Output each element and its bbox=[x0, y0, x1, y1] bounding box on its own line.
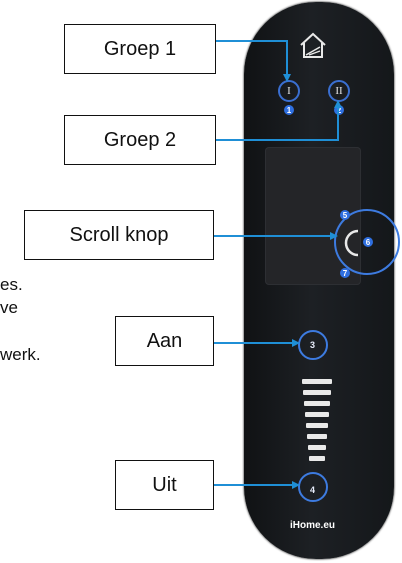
callout-groep1: Groep 1 bbox=[64, 24, 216, 74]
marker-number-5: 5 bbox=[340, 210, 350, 220]
level-bar bbox=[305, 412, 329, 417]
callout-aan: Aan bbox=[115, 316, 214, 366]
level-bar bbox=[308, 445, 326, 450]
marker-number-1: 1 bbox=[284, 105, 294, 115]
callout-uit: Uit bbox=[115, 460, 214, 510]
background-text-line1: es. bbox=[0, 275, 23, 294]
level-bar bbox=[306, 423, 328, 428]
scroll-knob[interactable] bbox=[334, 209, 400, 275]
brand-label: iHome.eu bbox=[290, 520, 336, 531]
group2-button[interactable]: II bbox=[328, 80, 350, 102]
callout-scroll-knop: Scroll knop bbox=[24, 210, 214, 260]
marker-number-3: 3 bbox=[310, 340, 316, 350]
marker-number-7: 7 bbox=[340, 268, 350, 278]
marker-number-6: 6 bbox=[363, 237, 373, 247]
group1-button[interactable]: I bbox=[278, 80, 300, 102]
house-icon bbox=[300, 32, 326, 58]
off-button[interactable] bbox=[298, 472, 328, 502]
callout-groep2: Groep 2 bbox=[64, 115, 216, 165]
on-button[interactable] bbox=[298, 330, 328, 360]
level-bar bbox=[309, 456, 325, 461]
level-bar bbox=[303, 390, 331, 395]
level-bar bbox=[304, 401, 330, 406]
background-text-line2: ve bbox=[0, 298, 18, 317]
scroll-arc-icon bbox=[344, 229, 359, 257]
level-bar bbox=[307, 434, 327, 439]
marker-number-4: 4 bbox=[310, 485, 316, 495]
level-bar bbox=[302, 379, 332, 384]
background-text-line3: werk. bbox=[0, 345, 41, 364]
